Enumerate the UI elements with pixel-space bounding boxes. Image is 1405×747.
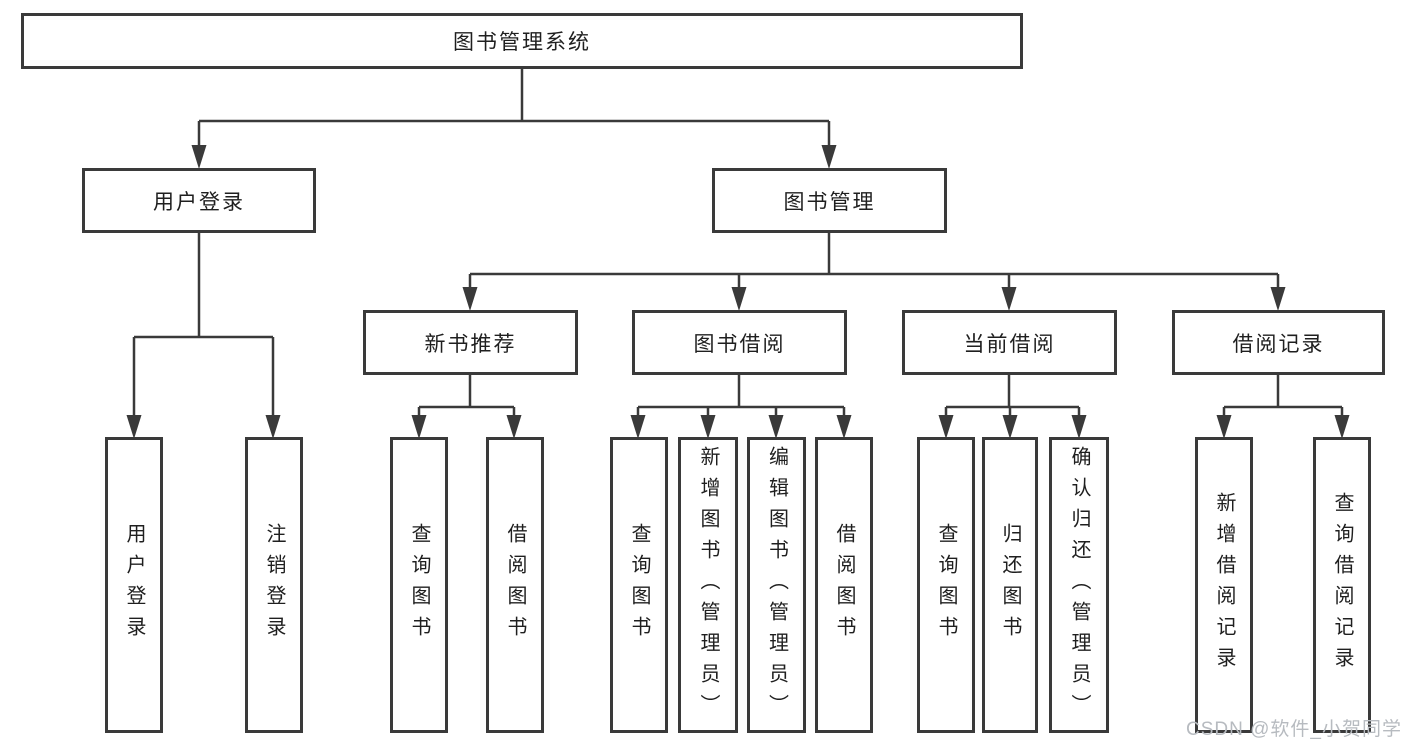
node-book-management: 图书管理 bbox=[712, 168, 947, 233]
node-root: 图书管理系统 bbox=[21, 13, 1023, 69]
arrow-icon bbox=[1270, 287, 1286, 311]
arrow-icon bbox=[630, 415, 646, 439]
node-user-login: 用户登录 bbox=[82, 168, 316, 233]
leaf-borrow-borrow-books-label: 借阅图书 bbox=[833, 523, 855, 647]
arrow-icon bbox=[938, 415, 954, 439]
arrow-icon bbox=[1071, 415, 1087, 439]
node-book-borrow-label: 图书借阅 bbox=[693, 332, 786, 356]
connector-bookborrow-to-leaves bbox=[636, 375, 846, 420]
leaf-newbook-query-books-label: 查询图书 bbox=[408, 523, 430, 647]
node-book-management-label: 图书管理 bbox=[783, 190, 876, 214]
leaf-records-query-record: 查询借阅记录 bbox=[1313, 437, 1371, 733]
leaf-current-confirm-return-admin-label: 确认归还（管理员） bbox=[1068, 445, 1090, 725]
arrow-icon bbox=[1334, 415, 1350, 439]
connector-login-to-leaves bbox=[132, 233, 275, 420]
arrow-icon bbox=[836, 415, 852, 439]
leaf-borrow-edit-books-admin: 编辑图书（管理员） bbox=[747, 437, 806, 733]
leaf-borrow-add-books-admin: 新增图书（管理员） bbox=[678, 437, 738, 733]
leaf-logout: 注销登录 bbox=[245, 437, 303, 733]
leaf-user-login-label: 用户登录 bbox=[123, 523, 145, 647]
leaf-newbook-query-books: 查询图书 bbox=[390, 437, 448, 733]
connector-currentborrow-to-leaves bbox=[944, 375, 1081, 420]
arrow-icon bbox=[700, 415, 716, 439]
connector-mgmt-to-level3 bbox=[468, 233, 1280, 292]
arrow-icon bbox=[1216, 415, 1232, 439]
arrow-icon bbox=[462, 287, 478, 311]
node-borrow-records: 借阅记录 bbox=[1172, 310, 1385, 375]
arrow-icon bbox=[731, 287, 747, 311]
node-root-label: 图书管理系统 bbox=[453, 31, 591, 54]
arrow-icon bbox=[411, 415, 427, 439]
node-new-book-recommend: 新书推荐 bbox=[363, 310, 578, 375]
leaf-current-return-books: 归还图书 bbox=[982, 437, 1038, 733]
arrow-icon bbox=[1001, 287, 1017, 311]
node-borrow-records-label: 借阅记录 bbox=[1232, 332, 1325, 356]
connector-newbooks-to-leaves bbox=[417, 375, 516, 420]
leaf-newbook-borrow-books-label: 借阅图书 bbox=[504, 523, 526, 647]
connector-root-to-level2 bbox=[197, 69, 831, 150]
leaf-records-add-record-label: 新增借阅记录 bbox=[1213, 492, 1235, 678]
leaf-user-login: 用户登录 bbox=[105, 437, 163, 733]
leaf-current-query-books: 查询图书 bbox=[917, 437, 975, 733]
leaf-records-query-record-label: 查询借阅记录 bbox=[1331, 492, 1353, 678]
node-current-borrow: 当前借阅 bbox=[902, 310, 1117, 375]
arrow-icon bbox=[191, 145, 207, 169]
arrowheads bbox=[126, 145, 1350, 439]
leaf-records-add-record: 新增借阅记录 bbox=[1195, 437, 1253, 733]
connector-records-to-leaves bbox=[1222, 375, 1344, 420]
leaf-current-confirm-return-admin: 确认归还（管理员） bbox=[1049, 437, 1109, 733]
arrow-icon bbox=[506, 415, 522, 439]
node-new-book-recommend-label: 新书推荐 bbox=[424, 332, 517, 356]
arrow-icon bbox=[126, 415, 142, 439]
leaf-newbook-borrow-books: 借阅图书 bbox=[486, 437, 544, 733]
leaf-current-query-books-label: 查询图书 bbox=[935, 523, 957, 647]
arrow-icon bbox=[265, 415, 281, 439]
arrow-icon bbox=[1002, 415, 1018, 439]
leaf-borrow-query-books-label: 查询图书 bbox=[628, 523, 650, 647]
leaf-logout-label: 注销登录 bbox=[263, 523, 285, 647]
node-book-borrow: 图书借阅 bbox=[632, 310, 847, 375]
arrow-icon bbox=[821, 145, 837, 169]
node-user-login-label: 用户登录 bbox=[153, 190, 245, 214]
leaf-current-return-books-label: 归还图书 bbox=[999, 523, 1021, 647]
leaf-borrow-edit-books-admin-label: 编辑图书（管理员） bbox=[765, 445, 788, 725]
watermark: CSDN @软件_小贺同学 bbox=[1186, 719, 1402, 740]
arrow-icon bbox=[768, 415, 784, 439]
leaf-borrow-borrow-books: 借阅图书 bbox=[815, 437, 873, 733]
leaf-borrow-query-books: 查询图书 bbox=[610, 437, 668, 733]
node-current-borrow-label: 当前借阅 bbox=[963, 332, 1056, 356]
leaf-borrow-add-books-admin-label: 新增图书（管理员） bbox=[697, 445, 719, 725]
